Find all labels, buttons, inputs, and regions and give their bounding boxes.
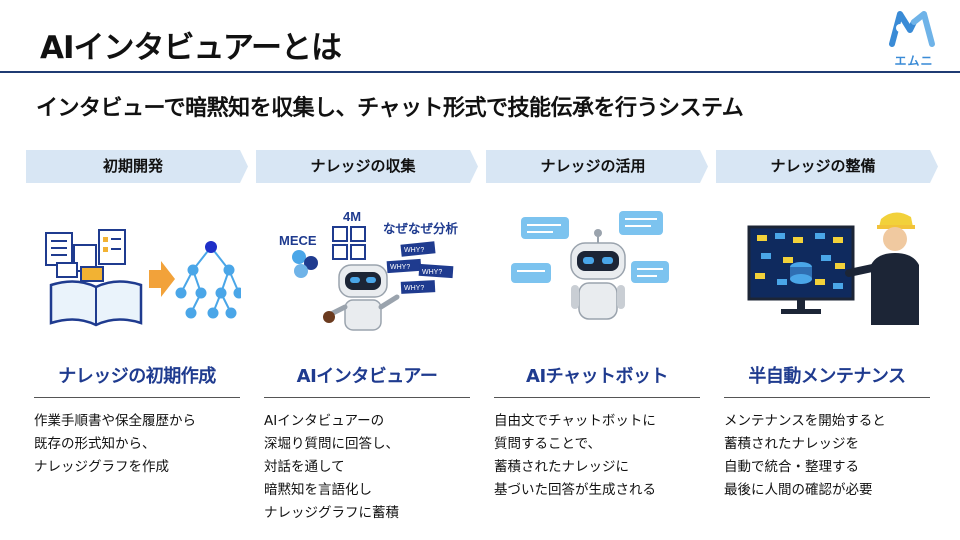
step-knowledge-collection: ナレッジの収集 MECE 4M なぜなぜ分析 WHY? WHY? WHY? WH…: [256, 150, 486, 540]
document-icon: [45, 232, 73, 266]
circle-icon: [292, 250, 306, 264]
step-label: ナレッジの収集: [310, 157, 416, 175]
feature-title: AIチャットボット: [526, 366, 668, 387]
mece-label: MECE: [279, 233, 317, 248]
emuni-logo: エムニ: [886, 8, 942, 70]
step-arrow: [716, 150, 938, 183]
open-book-icon: [49, 280, 143, 327]
description-line: 自由文でチャットボットに: [494, 413, 656, 429]
step-arrow: [486, 150, 708, 183]
feature-description: メンテナンスを開始すると 蓄積されたナレッジを 自動で統合・整理する 最後に人間…: [724, 410, 938, 502]
method-card-icon: [350, 244, 366, 260]
chat-bubble-icon: [619, 211, 663, 235]
circle-icon: [294, 264, 308, 278]
step-label: ナレッジの活用: [540, 157, 646, 175]
step-knowledge-maintenance: ナレッジの整備: [716, 150, 946, 540]
robot-icon: [323, 264, 400, 331]
description-line: 基づいた回答が生成される: [494, 482, 656, 498]
svg-text:WHY?: WHY?: [404, 285, 424, 292]
step-arrow: [26, 150, 248, 183]
maintenance-worker-illustration: [747, 212, 919, 325]
feature-divider: [264, 397, 470, 398]
feature-title: 半自動メンテナンス: [748, 366, 906, 387]
logo-mark-icon: [889, 11, 935, 47]
step-label: ナレッジの整備: [770, 157, 876, 175]
chat-bubble-icon: [521, 217, 569, 239]
description-line: 自動で統合・整理する: [724, 459, 859, 475]
feature-title: ナレッジの初期作成: [58, 366, 216, 387]
description-line: 暗黙知を言語化し: [264, 482, 372, 498]
description-line: 質問することで、: [494, 436, 602, 452]
chat-bubble-icon: [511, 263, 551, 283]
robot-icon: [570, 229, 626, 320]
description-line: 作業手順書や保全履歴から: [34, 413, 196, 429]
description-line: 蓄積されたナレッジを: [724, 436, 859, 452]
page-title: AIインタビュアーとは: [40, 30, 342, 66]
why-cards-icon: WHY? WHY? WHY? WHY?: [386, 241, 454, 294]
feature-divider: [34, 397, 240, 398]
title-divider: [0, 71, 960, 73]
description-line: 深堀り質問に回答し、: [264, 436, 399, 452]
description-line: 既存の形式知から、: [34, 436, 156, 452]
knowledge-graph-icon: [175, 241, 241, 319]
description-line: 最後に人間の確認が必要: [724, 482, 873, 498]
description-line: ナレッジグラフを作成: [34, 459, 169, 475]
svg-text:WHY?: WHY?: [404, 247, 424, 254]
step-label: 初期開発: [102, 157, 163, 175]
feature-title: AIインタビュアー: [296, 366, 438, 387]
worker-icon: [845, 212, 919, 325]
microphone-icon: [323, 311, 335, 323]
step-initial-development: 初期開発: [26, 150, 256, 540]
tool-card-icon: [350, 226, 366, 242]
step-knowledge-usage: ナレッジの活用: [486, 150, 716, 540]
chatbot-robot-illustration: [511, 211, 669, 320]
chat-bubble-icon: [631, 261, 669, 283]
description-line: 蓄積されたナレッジに: [494, 459, 629, 475]
monitor-icon: [747, 225, 855, 314]
why-analysis-label: なぜなぜ分析: [383, 221, 459, 236]
logo-text: エムニ: [894, 54, 934, 68]
feature-divider: [494, 397, 700, 398]
description-line: AIインタビュアーの: [264, 413, 385, 429]
description-line: 対話を通して: [264, 459, 345, 475]
svg-text:WHY?: WHY?: [422, 269, 442, 276]
material-card-icon: [332, 244, 348, 260]
step-arrow: [256, 150, 478, 183]
feature-divider: [724, 397, 930, 398]
four-m-label: 4M: [343, 209, 361, 224]
description-line: メンテナンスを開始すると: [724, 413, 886, 429]
feature-description: 作業手順書や保全履歴から 既存の形式知から、 ナレッジグラフを作成: [34, 410, 248, 479]
interviewer-robot-illustration: MECE 4M なぜなぜ分析 WHY? WHY? WHY? WHY?: [279, 209, 459, 331]
subtitle: インタビューで暗黙知を収集し、チャット形式で技能伝承を行うシステム: [36, 96, 744, 121]
checklist-icon: [98, 229, 126, 265]
feature-description: AIインタビュアーの 深堀り質問に回答し、 対話を通して 暗黙知を言語化し ナレ…: [264, 410, 478, 525]
documents-to-graph-illustration: [45, 229, 241, 327]
description-line: ナレッジグラフに蓄積: [264, 505, 399, 521]
arrow-right-icon: [149, 261, 175, 297]
circle-icon: [304, 256, 318, 270]
person-card-icon: [332, 226, 348, 242]
svg-text:WHY?: WHY?: [390, 264, 410, 271]
feature-description: 自由文でチャットボットに 質問することで、 蓄積されたナレッジに 基づいた回答が…: [494, 410, 708, 502]
